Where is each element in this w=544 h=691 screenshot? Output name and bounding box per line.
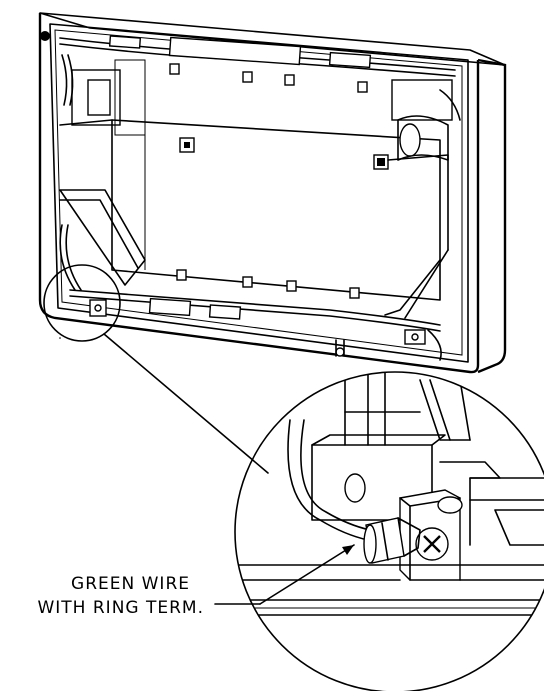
callout-line-2: WITH RING TERM. [37,598,204,618]
ring-terminal [363,517,421,564]
callout-label: GREEN WIRE WITH RING TERM. [37,572,204,620]
detail-circle [43,264,269,474]
callout-line-1: GREEN WIRE [71,574,190,594]
enclosure-drawing [38,12,507,374]
detail-magnified [234,371,544,691]
